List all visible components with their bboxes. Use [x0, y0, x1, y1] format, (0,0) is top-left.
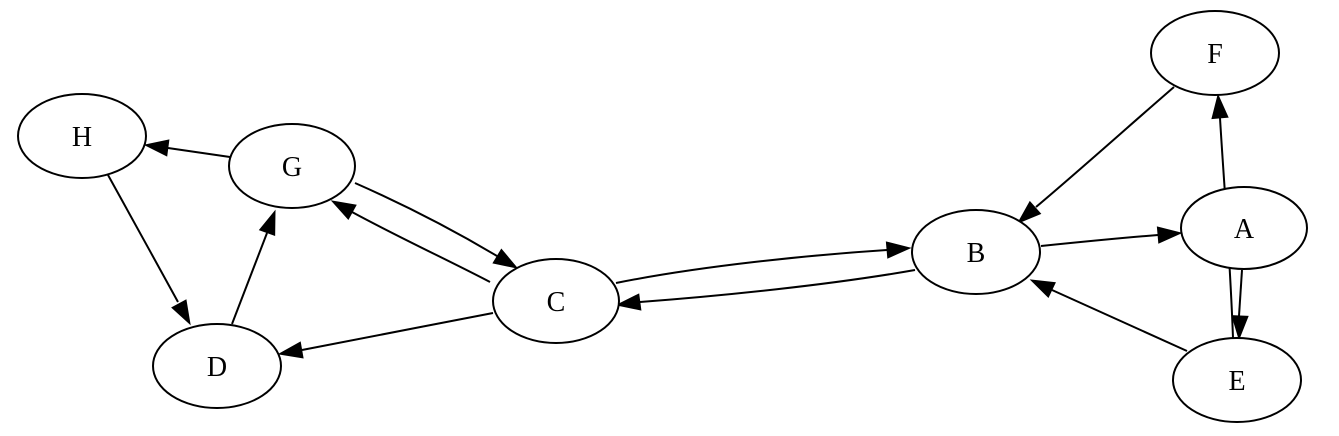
edge-line: [639, 269, 916, 303]
node-f: F: [1150, 10, 1280, 96]
arrowhead-icon: [258, 209, 276, 237]
nodes: A B C D E F G H: [17, 10, 1308, 423]
node-ellipse: [492, 258, 620, 344]
edge-g-to-h: [143, 139, 231, 158]
arrowhead-icon: [615, 293, 642, 311]
node-label: H: [72, 122, 92, 153]
edge-line: [231, 232, 268, 325]
node-label: D: [207, 352, 227, 383]
node-ellipse: [152, 323, 282, 409]
edge-b-to-a: [1040, 226, 1183, 247]
edge-h-to-d: [107, 174, 191, 326]
edge-e-to-b: [1029, 279, 1188, 352]
edge-c-to-d: [277, 312, 494, 359]
node-ellipse: [911, 209, 1041, 295]
node-label: G: [282, 152, 302, 183]
node-ellipse: [1172, 337, 1302, 423]
edge-line: [351, 211, 491, 283]
node-label: B: [967, 238, 986, 269]
node-g: G: [228, 123, 356, 209]
node-a: A: [1180, 186, 1308, 270]
arrowhead-icon: [1231, 315, 1249, 341]
edge-line: [354, 182, 498, 257]
node-c: C: [492, 258, 620, 344]
node-ellipse: [17, 93, 147, 179]
node-ellipse: [228, 123, 356, 209]
edge-g-to-c: [354, 182, 519, 269]
edge-line: [301, 312, 494, 351]
node-label: E: [1228, 366, 1245, 397]
edge-line: [107, 174, 179, 303]
arrowhead-icon: [330, 200, 357, 220]
arrowhead-icon: [885, 241, 912, 259]
arrowhead-icon: [143, 139, 170, 157]
edges: [107, 86, 1249, 359]
edge-c-to-b: [615, 241, 912, 284]
edge-line: [1035, 86, 1175, 208]
node-d: D: [152, 323, 282, 409]
node-h: H: [17, 93, 147, 179]
edge-b-to-c: [615, 269, 916, 311]
arrowhead-icon: [1211, 93, 1229, 120]
edge-line: [1238, 269, 1243, 317]
arrowhead-icon: [277, 341, 304, 359]
arrowhead-icon: [492, 248, 519, 269]
edge-c-to-g: [330, 200, 491, 283]
node-e: E: [1172, 337, 1302, 423]
arrowhead-icon: [1156, 226, 1183, 244]
node-ellipse: [1150, 10, 1280, 96]
node-ellipse: [1180, 186, 1308, 270]
edge-a-to-e: [1231, 269, 1249, 341]
node-label: C: [547, 287, 566, 318]
edge-f-to-b: [1016, 86, 1175, 225]
arrowhead-icon: [1029, 279, 1056, 298]
edge-line: [615, 249, 888, 284]
node-label: F: [1207, 39, 1223, 70]
edge-d-to-g: [231, 209, 276, 325]
arrowhead-icon: [1016, 200, 1042, 225]
edge-line: [1040, 234, 1159, 247]
edge-line: [1051, 289, 1188, 352]
node-label: A: [1234, 214, 1255, 245]
node-b: B: [911, 209, 1041, 295]
arrowhead-icon: [171, 299, 191, 326]
edge-line: [167, 147, 231, 158]
